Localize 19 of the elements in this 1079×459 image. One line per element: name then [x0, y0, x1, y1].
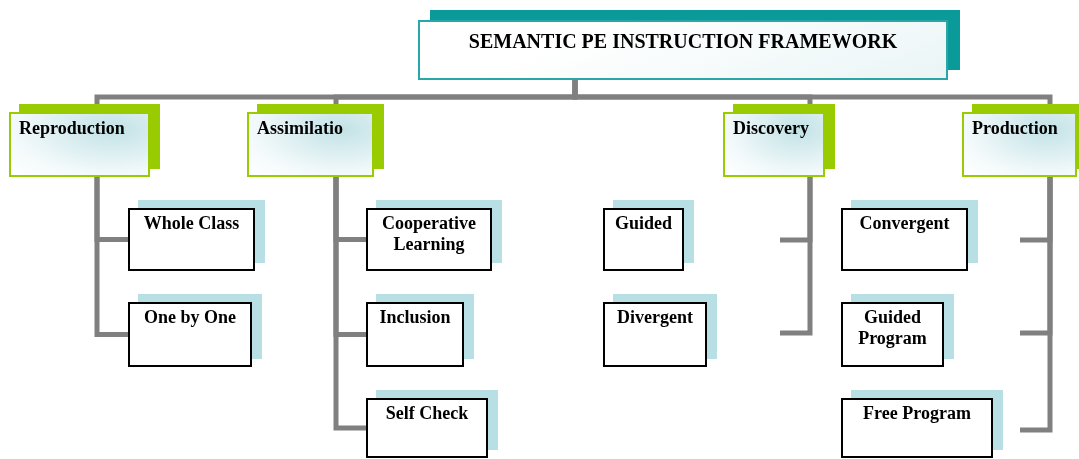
node-label: Reproduction — [19, 118, 126, 139]
node-label: Inclusion — [378, 307, 452, 328]
node-label: Production — [972, 118, 1059, 139]
node-label: One by One — [143, 307, 237, 328]
connector-line — [1020, 177, 1053, 433]
connector-line — [333, 177, 366, 431]
node-label: Cooperative Learning — [381, 213, 477, 255]
node-label: Discovery — [733, 118, 810, 139]
node-label: Divergent — [616, 307, 694, 328]
node-label: Free Program — [862, 403, 972, 424]
node-label: Convergent — [858, 213, 951, 234]
node-label: Guided Program — [857, 307, 928, 349]
node-label: Whole Class — [142, 213, 241, 234]
connector-line — [780, 177, 813, 336]
title-text: SEMANTIC PE INSTRUCTION FRAMEWORK — [467, 30, 899, 53]
node-label: Self Check — [384, 403, 470, 424]
node-label: Guided — [614, 213, 673, 234]
connector-line — [94, 177, 128, 337]
node-label: Assimilatio — [257, 118, 344, 139]
